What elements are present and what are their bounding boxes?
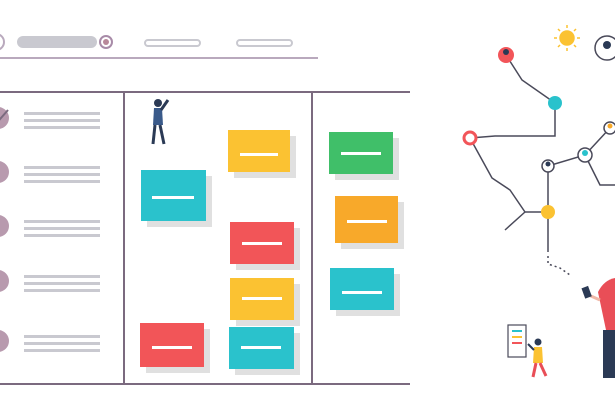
done-column	[329, 132, 398, 310]
list-text-line	[24, 173, 100, 176]
card-text-line	[152, 346, 192, 349]
card-text-line	[241, 346, 281, 349]
sun-icon	[554, 25, 580, 51]
kanban-board	[0, 91, 410, 385]
card-text-line	[152, 196, 194, 199]
list-text-line	[24, 220, 100, 223]
address-bar[interactable]	[17, 36, 97, 48]
network-node[interactable]	[541, 205, 555, 219]
task-card-orange[interactable]	[335, 196, 398, 243]
network-node[interactable]	[548, 96, 562, 110]
task-card-teal[interactable]	[141, 170, 206, 221]
list-text-line	[24, 234, 100, 237]
list-item[interactable]	[0, 330, 100, 352]
list-text-line	[24, 227, 100, 230]
list-item[interactable]	[0, 215, 100, 237]
task-card-red[interactable]	[230, 222, 294, 264]
list-item[interactable]	[0, 270, 100, 292]
task-card-yellow[interactable]	[228, 130, 290, 172]
network-diagram	[469, 54, 615, 276]
network-link	[469, 137, 548, 213]
check-mark-icon	[0, 109, 9, 121]
list-text-line	[24, 275, 100, 278]
task-card-red[interactable]	[140, 323, 204, 367]
top-bar	[0, 33, 318, 59]
person-icon	[527, 338, 548, 378]
in-progress-column	[140, 130, 294, 369]
window-dot-icon	[0, 33, 5, 51]
nav-link-2[interactable]	[236, 39, 293, 47]
list-text-line	[24, 180, 100, 183]
list-item[interactable]	[0, 161, 100, 183]
search-dot-inner	[103, 39, 109, 45]
person-icon	[151, 99, 170, 145]
card-text-line	[242, 297, 282, 300]
network-node[interactable]	[462, 130, 478, 146]
network-link	[469, 54, 556, 139]
task-card-teal[interactable]	[330, 268, 394, 310]
backlog-list	[0, 107, 100, 352]
task-card-yellow[interactable]	[230, 278, 294, 320]
list-text-line	[24, 119, 100, 122]
list-bullet-icon	[0, 215, 9, 237]
list-bullet-icon	[0, 330, 9, 352]
list-text-line	[24, 335, 100, 338]
document-icon	[507, 324, 527, 358]
card-text-line	[240, 153, 278, 156]
list-text-line	[24, 349, 100, 352]
list-item[interactable]	[0, 107, 100, 129]
list-text-line	[24, 289, 100, 292]
nav-link-1[interactable]	[144, 39, 201, 47]
list-text-line	[24, 112, 100, 115]
person-icon	[581, 278, 615, 378]
network-nodes	[462, 35, 615, 219]
card-text-line	[341, 152, 381, 155]
task-card-teal[interactable]	[229, 327, 294, 369]
task-card-green[interactable]	[329, 132, 393, 174]
list-text-line	[24, 166, 100, 169]
network-link-dashed	[547, 256, 571, 276]
card-text-line	[342, 291, 382, 294]
network-link	[504, 166, 549, 252]
list-text-line	[24, 282, 100, 285]
card-text-line	[242, 242, 282, 245]
card-text-line	[347, 220, 387, 223]
list-bullet-icon	[0, 270, 9, 292]
list-bullet-icon	[0, 161, 9, 183]
list-text-line	[24, 126, 100, 129]
list-text-line	[24, 342, 100, 345]
